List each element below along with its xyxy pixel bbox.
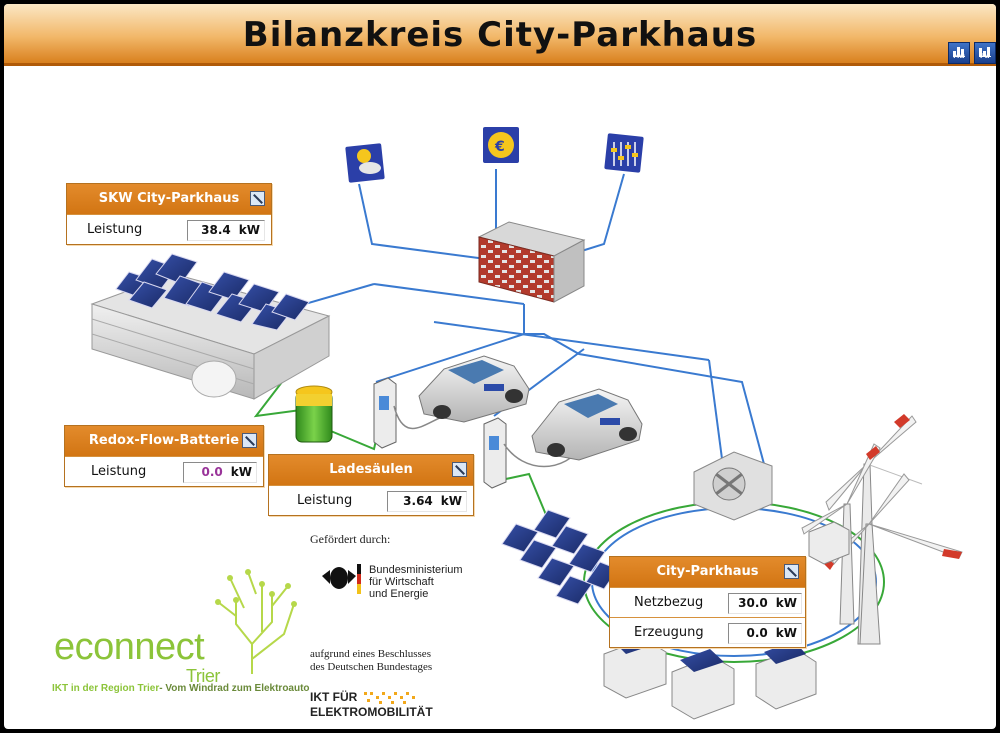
mw-view-button[interactable]: Mw <box>948 42 970 64</box>
ikt-logo-text: IKT FÜR ELEKTROMOBILITÄT <box>310 690 433 720</box>
skw-panel-title: SKW City-Parkhaus <box>98 191 240 206</box>
weather-icon <box>343 141 387 185</box>
battery-icon <box>295 385 333 443</box>
ikt-line-2: ELEKTROMOBILITÄT <box>310 705 433 719</box>
euro-icon: € <box>481 125 521 165</box>
electric-car-icon <box>418 355 530 423</box>
redox-panel-toggle[interactable] <box>242 433 257 448</box>
building-solar-icon <box>90 253 331 400</box>
electric-car-icon <box>531 388 643 461</box>
charging-station-icon <box>373 377 507 489</box>
bundestag-line-1: aufgrund eines Beschlusses <box>310 648 431 660</box>
bar-chart-icon <box>979 47 991 57</box>
datacenter-icon <box>477 221 586 303</box>
redox-leistung-label: Leistung <box>91 464 147 479</box>
ministry-line-1: Bundesministerium <box>369 564 463 576</box>
bundestag-line-2: des Deutschen Bundestages <box>310 661 433 673</box>
ladesaeulen-panel-toggle[interactable] <box>452 462 467 477</box>
cityparkhaus-panel-header: City-Parkhaus <box>610 557 805 587</box>
ladesaeulen-panel-header: Ladesäulen <box>269 455 473 485</box>
skw-panel-header: SKW City-Parkhaus <box>67 184 271 214</box>
skw-panel-toggle[interactable] <box>250 191 265 206</box>
ministry-line-2: für Wirtschaft <box>369 576 434 588</box>
house-icon <box>671 649 735 720</box>
cityparkhaus-panel-title: City-Parkhaus <box>656 564 759 579</box>
slogan-rest: - Vom Windrad zum Elektroauto <box>159 683 310 694</box>
econnect-tree-logo <box>215 569 297 674</box>
funding-caption: Gefördert durch: <box>310 532 391 546</box>
bar-chart-icon <box>953 47 965 57</box>
redox-panel-header: Redox-Flow-Batterie <box>65 426 263 456</box>
slogan-highlight: IKT in der Region Trier <box>52 683 160 694</box>
bundestag-note: aufgrund eines Beschlusses des Deutschen… <box>310 648 432 674</box>
ikt-line-1: IKT FÜR <box>310 690 358 704</box>
netzbezug-label: Netzbezug <box>634 595 704 610</box>
solar-panels-icon <box>501 509 619 605</box>
pw-view-button[interactable]: Pw <box>974 42 996 64</box>
controls-icon <box>602 131 646 175</box>
skw-leistung-label: Leistung <box>87 222 143 237</box>
cityparkhaus-panel-toggle[interactable] <box>784 564 799 579</box>
svg-text:€: € <box>494 139 505 155</box>
ladesaeulen-leistung-label: Leistung <box>297 493 353 508</box>
redox-panel-title: Redox-Flow-Batterie <box>88 433 240 448</box>
ministry-name: Bundesministerium für Wirtschaft und Ene… <box>369 564 463 600</box>
house-icon <box>808 521 850 565</box>
econnect-logo-text: econnect Trier <box>54 626 220 686</box>
ladesaeulen-panel-title: Ladesäulen <box>329 462 413 477</box>
erzeugung-label: Erzeugung <box>634 625 704 640</box>
energy-scene: € <box>90 125 963 720</box>
econnect-slogan: IKT in der Region Trier- Vom Windrad zum… <box>52 683 310 694</box>
main-canvas: Bilanzkreis City-Parkhaus Mw Pw <box>4 4 996 729</box>
ministry-line-3: und Energie <box>369 588 429 600</box>
econnect-trier: Trier <box>186 666 220 686</box>
power-plant-icon <box>693 451 773 521</box>
federal-eagle-logo <box>322 564 361 594</box>
ikt-dot-logo <box>364 692 415 704</box>
page-title: Bilanzkreis City-Parkhaus <box>242 15 758 55</box>
title-bar: Bilanzkreis City-Parkhaus Mw Pw <box>4 4 996 66</box>
econnect-wordmark: econnect <box>54 626 205 668</box>
